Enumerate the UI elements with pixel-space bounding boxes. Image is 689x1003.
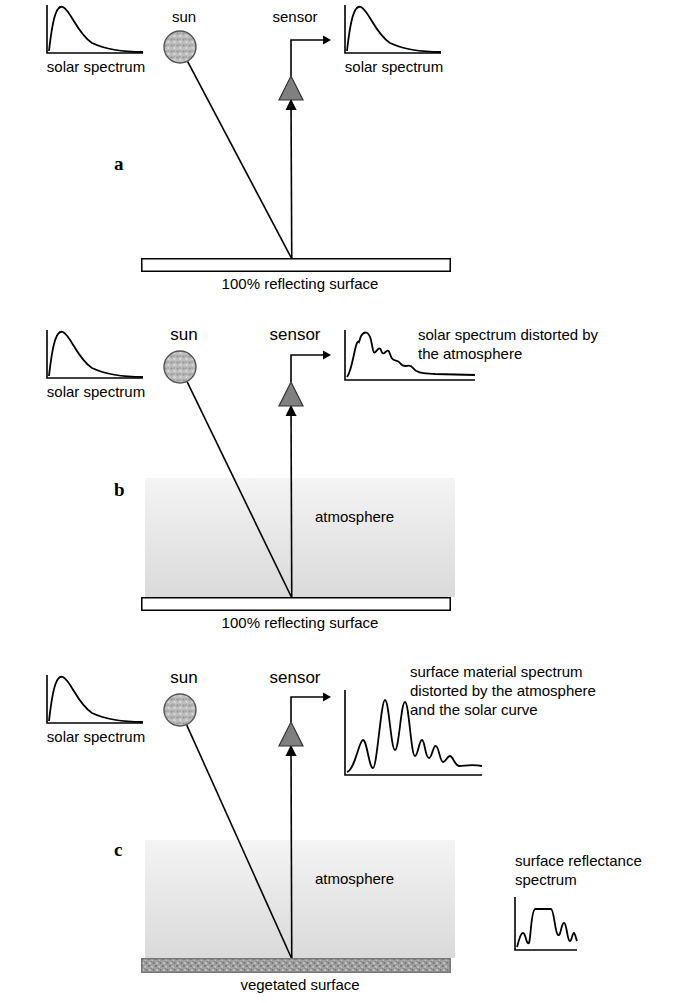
reflected-ray (290, 746, 292, 959)
sun-circle (164, 351, 196, 383)
vegetated-surface-symbol (141, 958, 459, 973)
light-ray (188, 62, 292, 259)
sensor-output-head (323, 693, 331, 702)
surface-node: 100% reflecting surface (141, 258, 459, 293)
surface-label: vegetated surface (141, 976, 459, 994)
sensor-output-head (323, 36, 331, 45)
sun-circle (164, 694, 196, 726)
sensor-node: sensor (251, 668, 339, 746)
atmosphere-label: atmosphere (315, 870, 394, 888)
sensor-output-line (291, 40, 325, 76)
atmosphere-node: atmosphere (145, 840, 455, 958)
sensor-label: sensor (251, 668, 339, 688)
reflected-ray (290, 100, 292, 259)
panel-letter: b (114, 478, 138, 502)
surface-label: 100% reflecting surface (141, 275, 459, 293)
spectrum-caption: solar spectrum (338, 58, 450, 77)
spectrum-caption: solar spectrum (40, 728, 152, 747)
surface-label: 100% reflecting surface (141, 614, 459, 632)
sensor-triangle (279, 382, 303, 406)
reflecting-surface-symbol (141, 597, 459, 611)
spectrum-caption: surface material spectrum distorted by t… (410, 663, 615, 719)
sun-circle (164, 31, 196, 63)
spectrum-chart (345, 5, 441, 53)
surface-node: vegetated surface (141, 958, 459, 994)
spectrum-caption: solar spectrum (40, 58, 152, 77)
reflecting-surface-symbol (141, 258, 459, 272)
spectrum-chart (47, 675, 143, 723)
surface-bar (142, 598, 451, 611)
sun-label: sun (140, 668, 228, 688)
reflected-ray (290, 406, 292, 598)
atmosphere-label: atmosphere (315, 508, 394, 526)
sensor-label: sensor (251, 8, 339, 26)
sensor-label: sensor (251, 325, 339, 345)
surface-bar (142, 959, 451, 973)
panel-letter: c (114, 838, 138, 862)
spectrum-caption: solar spectrum distorted by the atmosphe… (418, 326, 603, 364)
sun-node: sun (140, 325, 228, 384)
atmosphere-band (145, 478, 455, 597)
sensor-output-line (291, 355, 325, 382)
sensor-node: sensor (251, 325, 339, 406)
sun-node: sun (140, 8, 228, 64)
reflectance-chart (515, 897, 577, 950)
light-ray (187, 725, 292, 959)
sensor-output-head (323, 351, 331, 360)
sun-label: sun (140, 8, 228, 26)
surface-node: 100% reflecting surface (141, 597, 459, 632)
panel-letter: a (114, 152, 138, 176)
sun-node: sun (140, 668, 228, 727)
sensor-triangle (279, 722, 303, 746)
surface-bar (142, 259, 451, 272)
sensor-output-line (291, 697, 325, 722)
atmosphere-node: atmosphere (145, 478, 455, 597)
atmosphere-band (145, 840, 455, 958)
sensor-node: sensor (251, 8, 339, 100)
spectrum-chart (47, 5, 143, 53)
spectrum-caption: solar spectrum (40, 383, 152, 402)
sun-label: sun (140, 325, 228, 345)
spectrum-chart (47, 330, 143, 378)
sensor-triangle (279, 76, 303, 100)
light-ray (187, 382, 292, 598)
spectrum-caption: surface reflectance spectrum (515, 852, 665, 890)
